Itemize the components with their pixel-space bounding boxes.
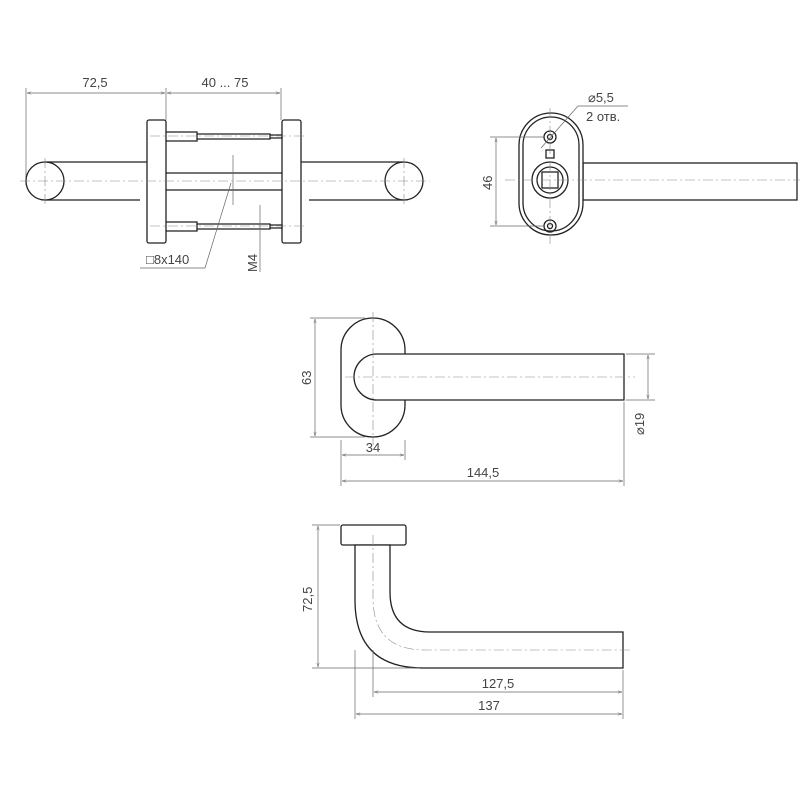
screw-label: M4: [245, 254, 260, 272]
view-side: 46 ⌀5,5 2 отв.: [480, 90, 800, 245]
rosette-left: [146, 119, 167, 244]
hole-count: 2 отв.: [586, 109, 620, 124]
dim-rosette-height: 63: [299, 371, 314, 385]
leader-spindle: [140, 182, 232, 269]
lever-bar: [582, 162, 798, 201]
dim-rosette-width: 34: [366, 440, 380, 455]
spindle-label: □8x140: [146, 252, 189, 267]
rosette-oval: [518, 112, 584, 236]
rosette: [340, 524, 407, 546]
dim-hole-spacing: 46: [480, 176, 495, 190]
view-top-section: 72,5 40 ... 75 □8x140 M4: [20, 75, 430, 272]
dim-projection: 72,5: [300, 587, 315, 612]
lever-bent: [354, 544, 624, 669]
lever-bar: [45, 161, 404, 201]
dim-lever-length: 72,5: [82, 75, 107, 90]
view-front: 63 ⌀19 34 144,5: [299, 312, 655, 486]
dim-door-thickness: 40 ... 75: [202, 75, 249, 90]
dim-total-length: 137: [478, 698, 500, 713]
spindle: [166, 172, 282, 191]
dim-overall-length: 144,5: [467, 465, 500, 480]
screw-top: [166, 131, 283, 142]
dim-lever-reach: 127,5: [482, 676, 515, 691]
rosette-right: [281, 119, 302, 244]
dim-lever-diameter: ⌀19: [632, 413, 647, 435]
view-plan: 72,5 127,5 137: [300, 524, 630, 719]
screw-bottom: [166, 221, 283, 232]
leader-hole: [540, 105, 628, 149]
hole-diameter: ⌀5,5: [588, 90, 614, 105]
